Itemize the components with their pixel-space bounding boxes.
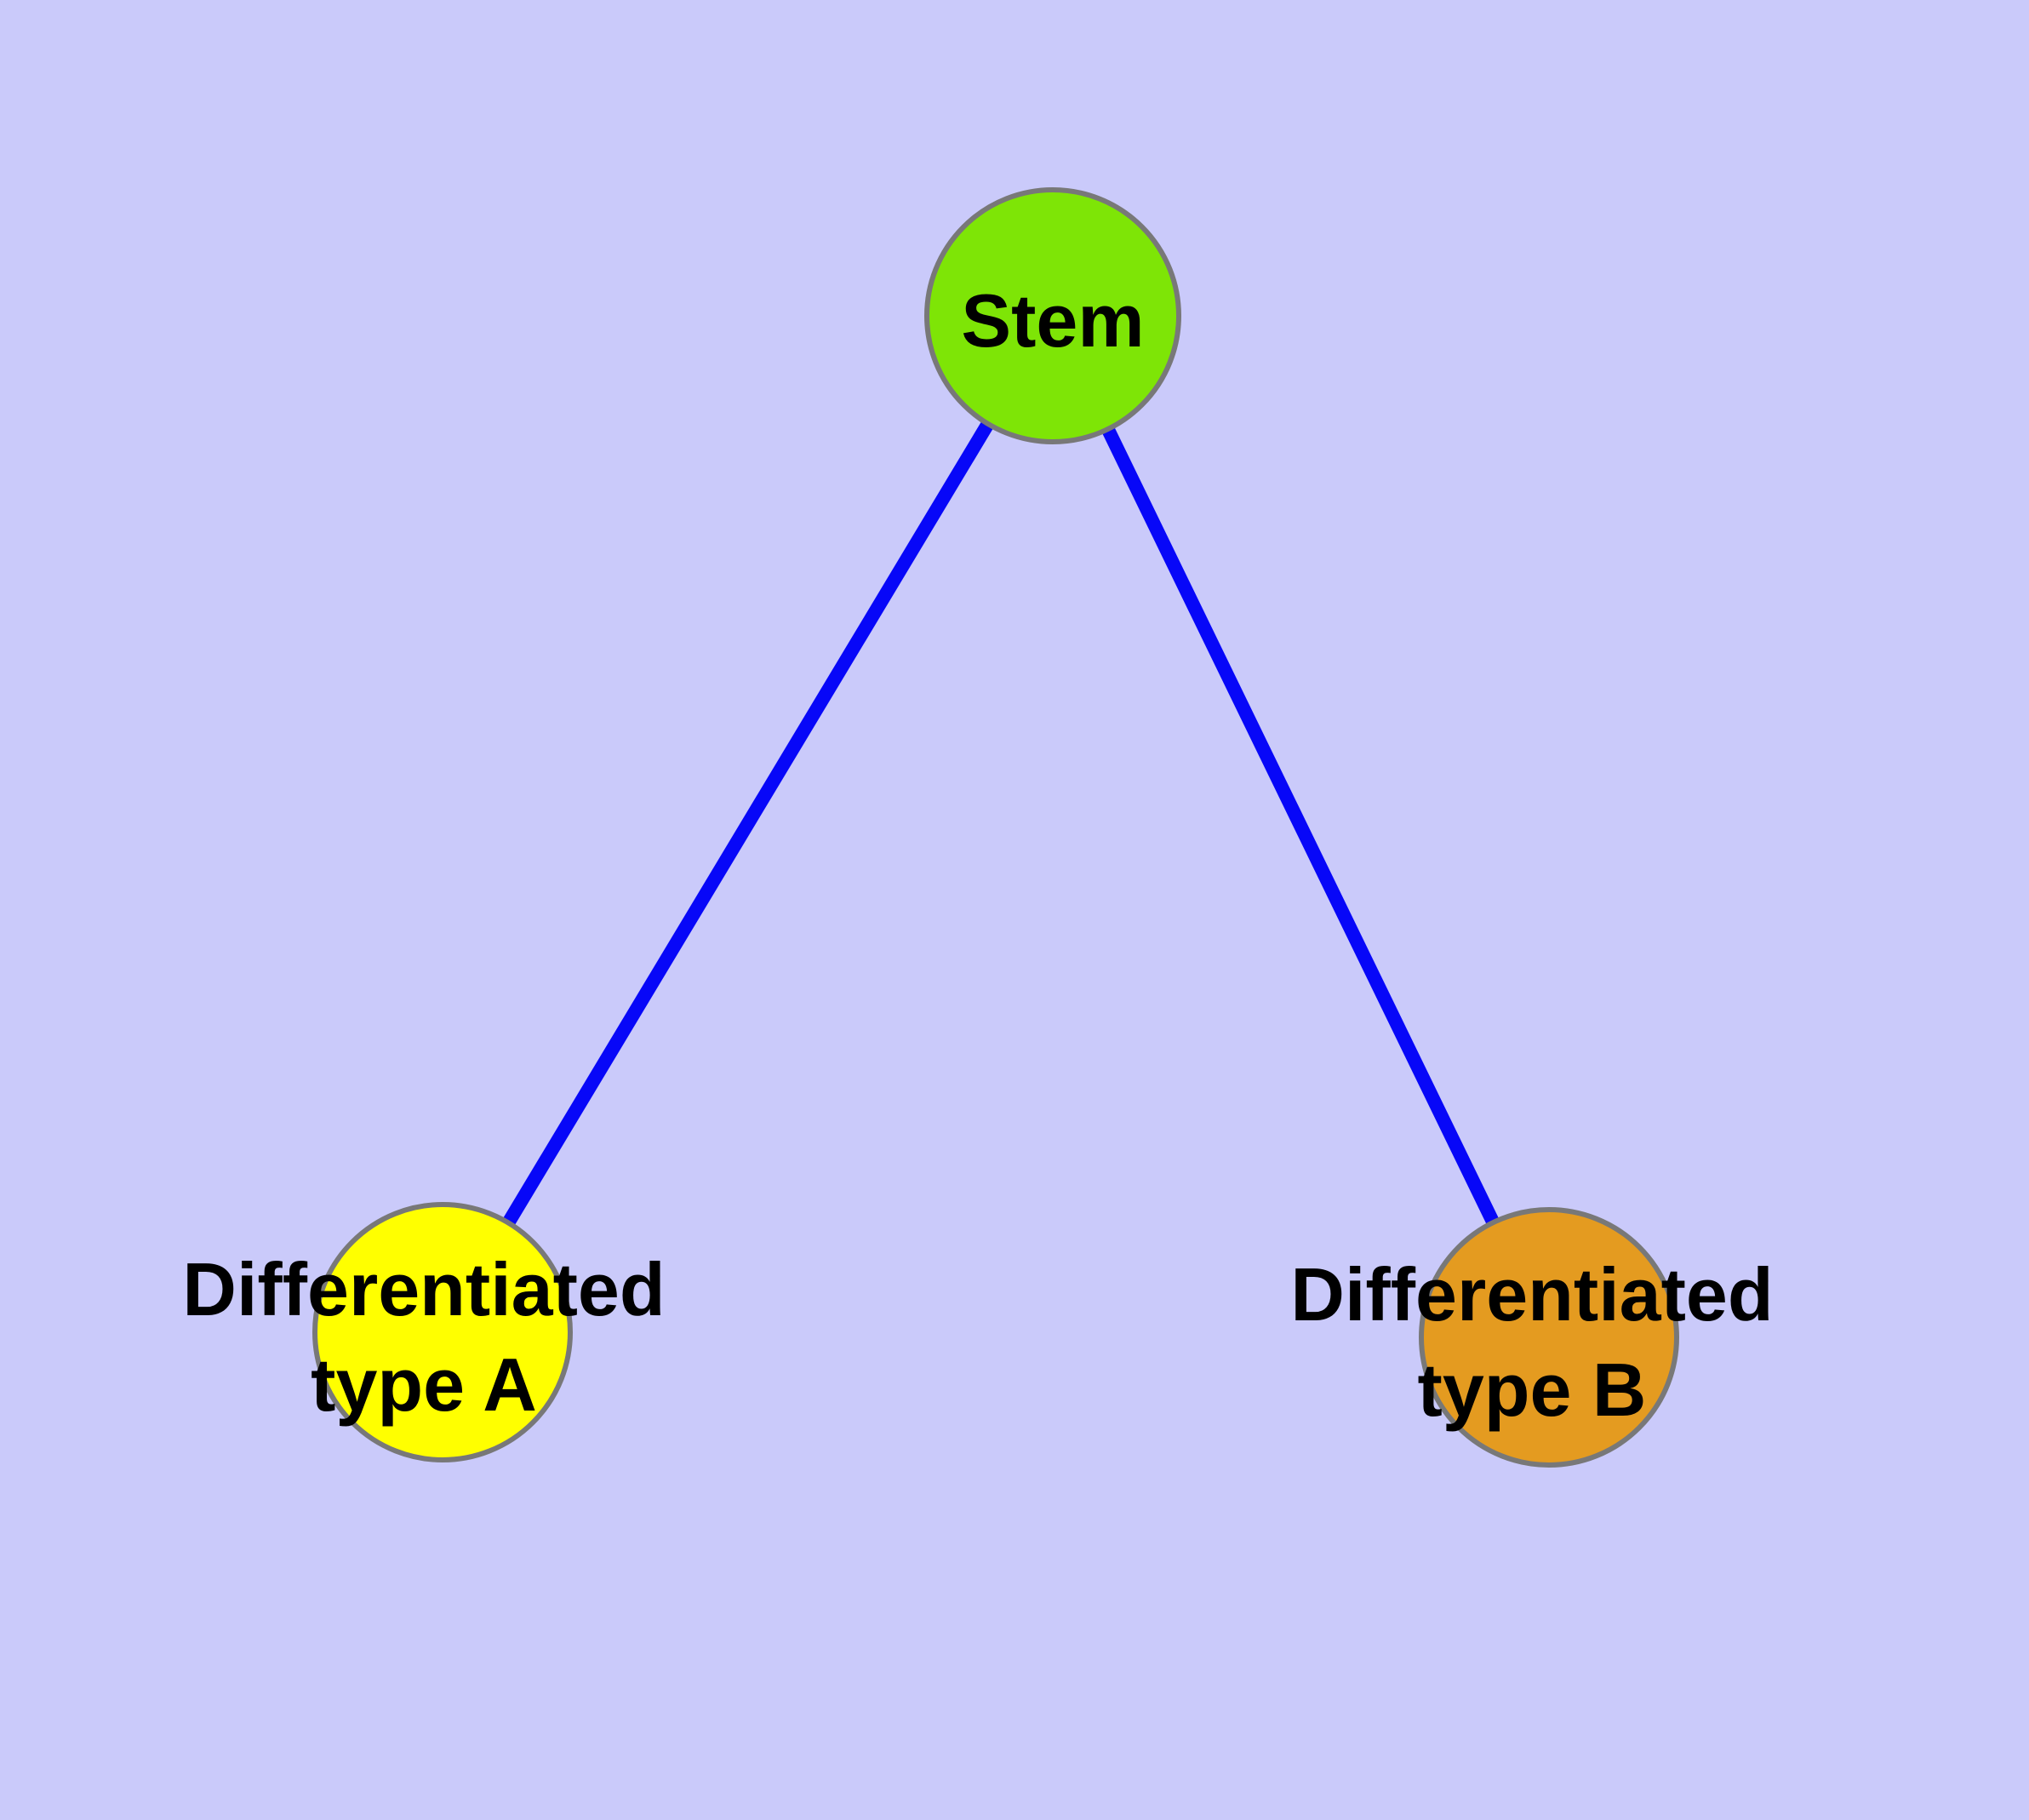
node-circle-stem — [924, 187, 1181, 444]
node-label-stem: Stem — [961, 278, 1144, 363]
node-label-line: type B — [1418, 1348, 1647, 1432]
node-label-line: Stem — [961, 278, 1144, 363]
node-label-line: type A — [311, 1342, 537, 1427]
node-label-line: Differentiated — [1290, 1252, 1773, 1336]
node-circle-differentiated-type-b — [1419, 1207, 1679, 1468]
node-stem: Stem — [924, 187, 1181, 444]
node-label-line: Differentiated — [182, 1247, 665, 1331]
node-differentiated-type-b: Differentiated type B — [1290, 1207, 1774, 1468]
edge-stem-to-differentiated-type-b — [1046, 312, 1556, 1341]
edge-stem-to-differentiated-type-a — [437, 312, 1059, 1336]
node-differentiated-type-a: Differentiated type A — [182, 1202, 666, 1462]
node-label-differentiated-type-b: Differentiated type B — [1290, 1252, 1773, 1432]
node-circle-differentiated-type-a — [312, 1202, 573, 1462]
node-label-differentiated-type-a: Differentiated type A — [182, 1247, 665, 1427]
